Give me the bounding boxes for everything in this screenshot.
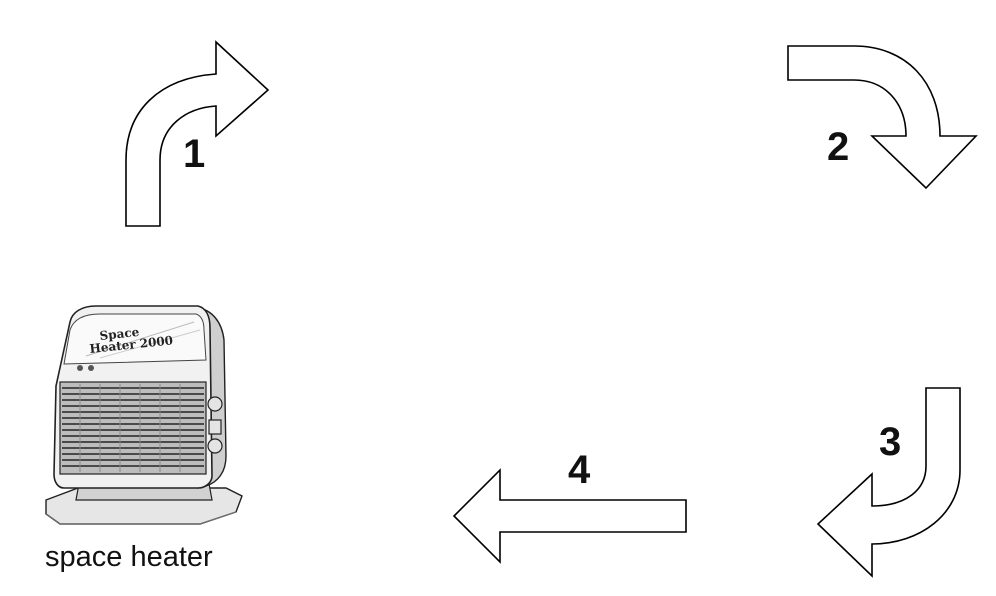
heater-knob (207, 396, 223, 412)
step-1-arrow-shape (125, 40, 270, 227)
heater-caption: space heater (45, 541, 213, 573)
heater-switch (208, 419, 222, 435)
step-1-arrow: 1 (125, 40, 270, 227)
step-1-number: 1 (183, 132, 205, 176)
heater-indicator-light (77, 365, 83, 371)
heater-indicator-light (88, 365, 94, 371)
step-2-number: 2 (827, 125, 849, 169)
step-3-number: 3 (879, 420, 901, 464)
heater-brand-line-1: Space (99, 325, 140, 343)
step-4-number: 4 (568, 448, 591, 492)
heater-grille (59, 381, 207, 475)
step-2-arrow-shape (787, 45, 978, 190)
space-heater-illustration: Space Heater 2000 (45, 305, 243, 525)
step-3-arrow: 3 (816, 387, 961, 578)
step-4-arrow: 4 (452, 448, 687, 564)
step-3-arrow-shape (816, 387, 961, 578)
heater-knob (207, 438, 223, 454)
step-2-arrow: 2 (787, 45, 978, 190)
step-4-arrow-shape (452, 468, 687, 564)
